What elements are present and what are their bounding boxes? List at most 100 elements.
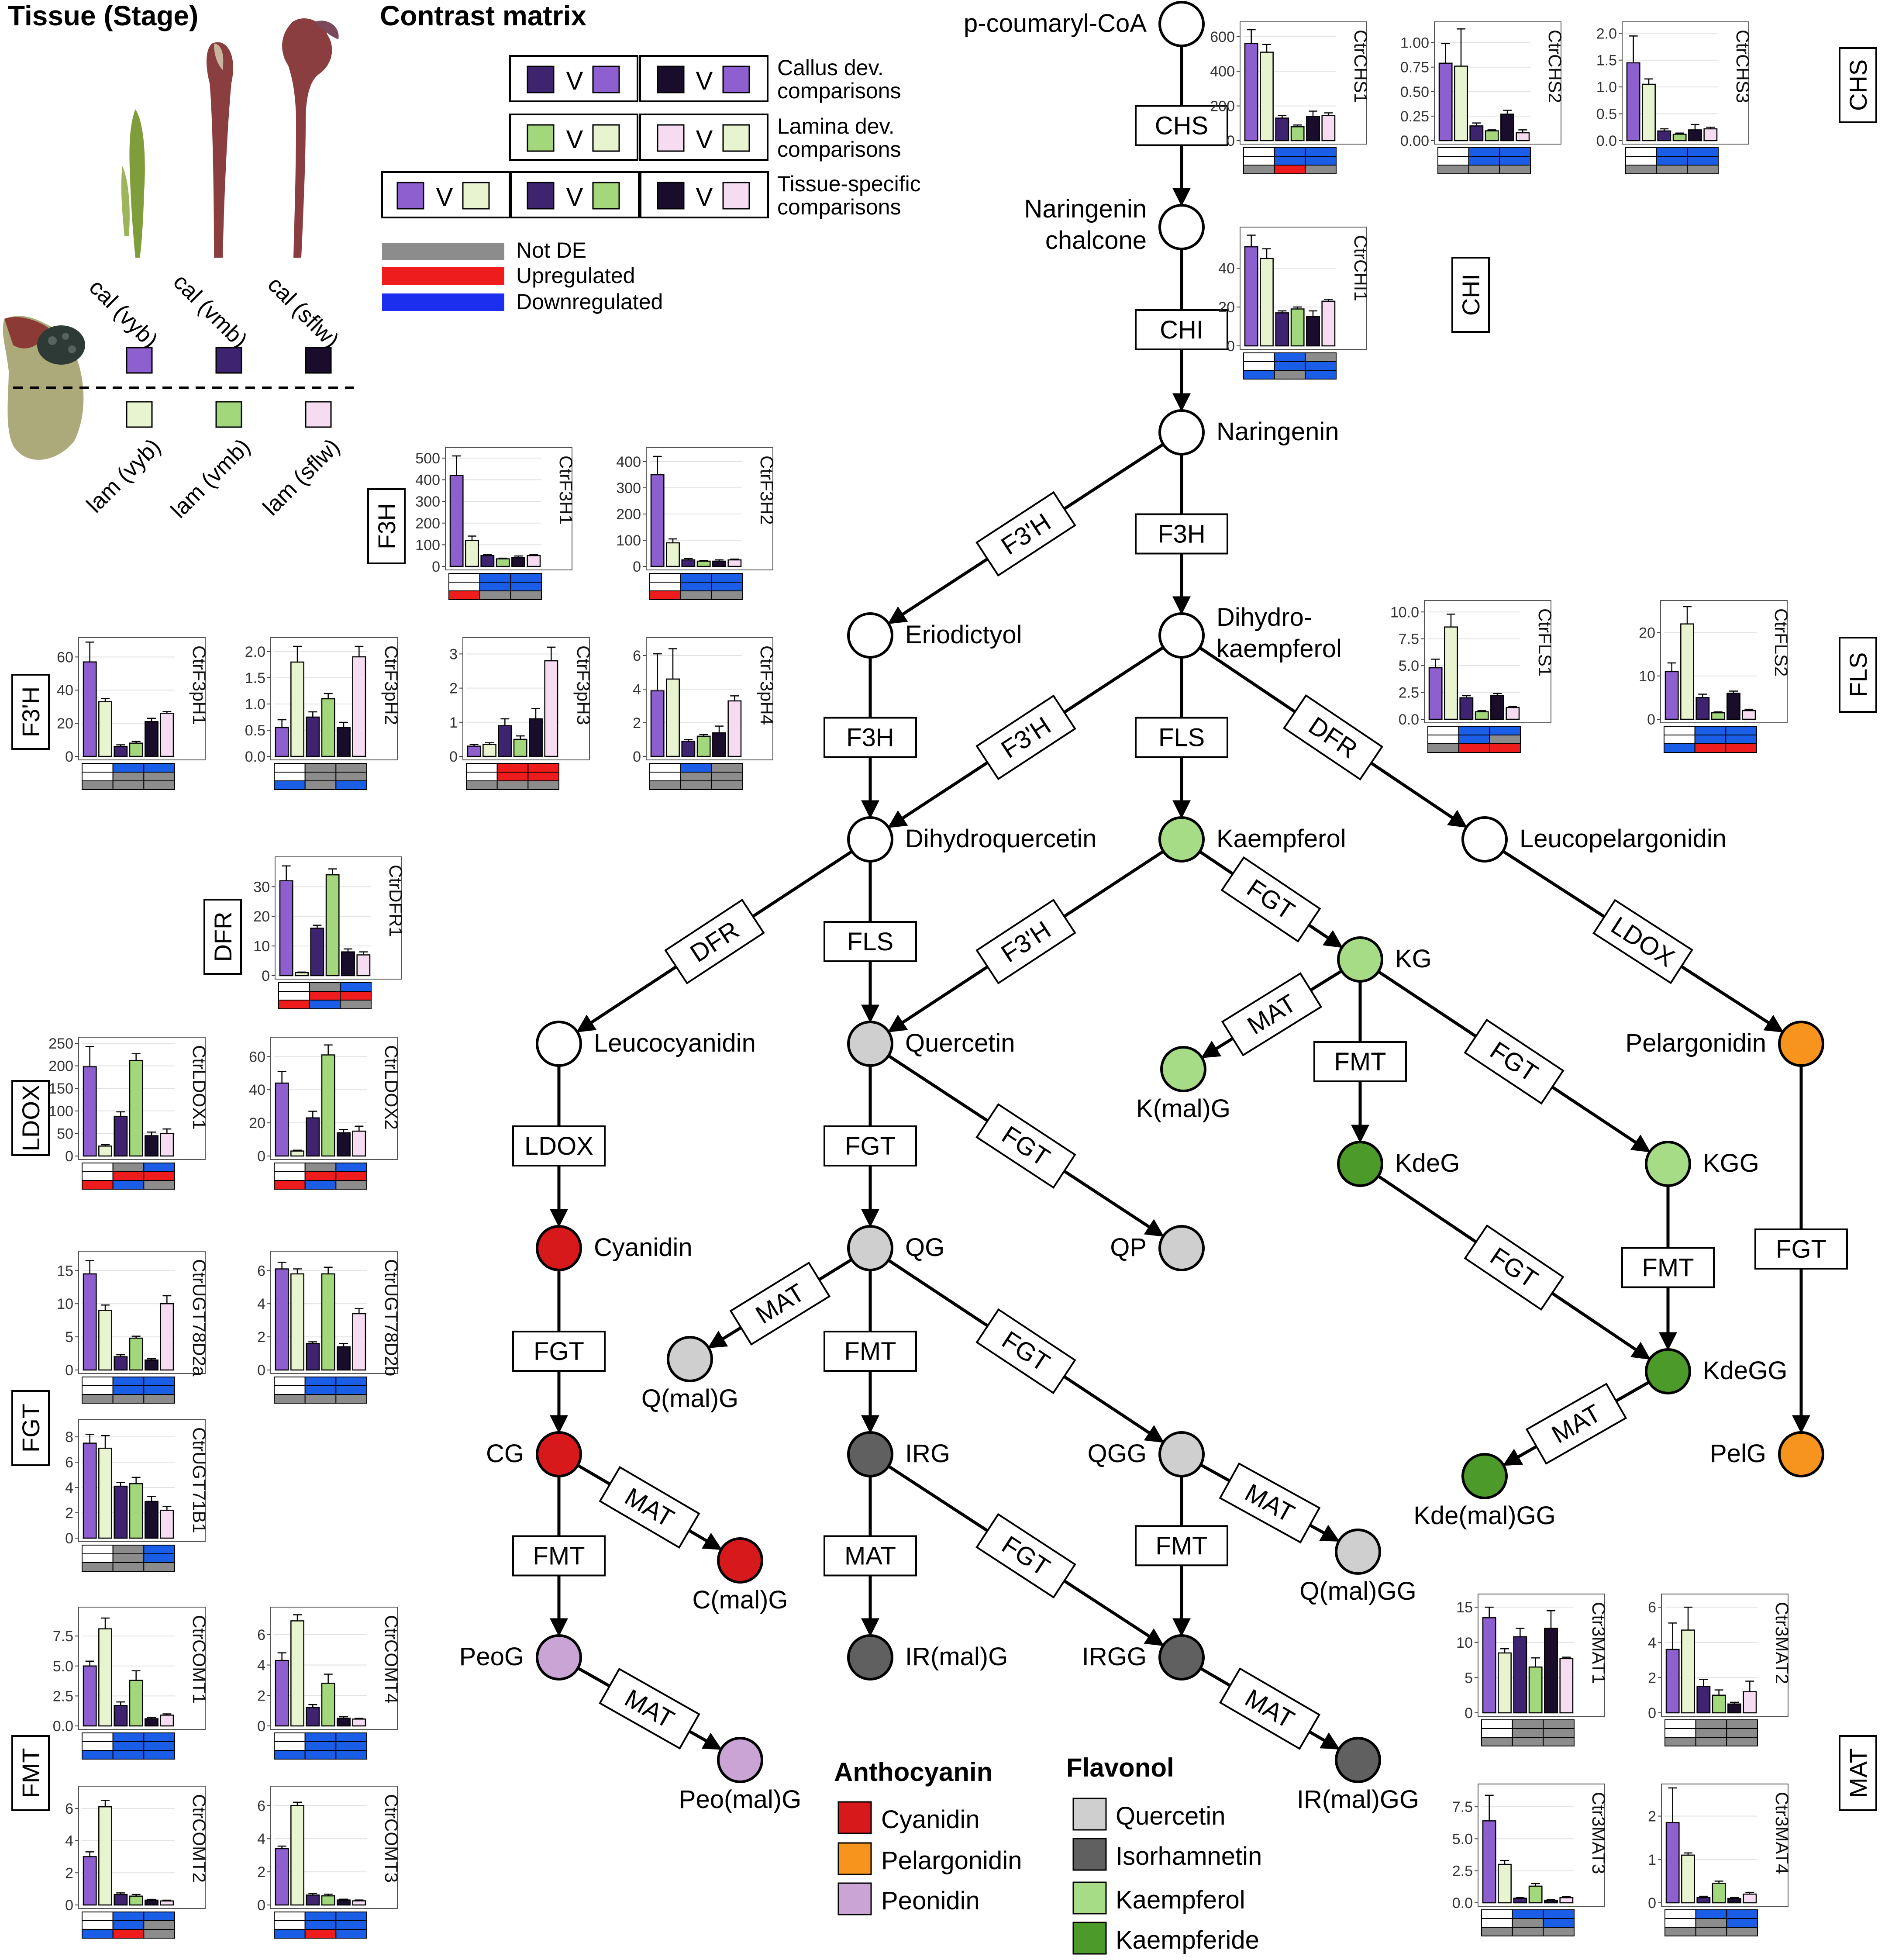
gene-family-label: LDOX bbox=[11, 1080, 50, 1156]
bar bbox=[145, 1135, 159, 1157]
bar bbox=[83, 1442, 97, 1539]
contrast-cell bbox=[1427, 735, 1459, 744]
gene-name: CtrUGT78D2a bbox=[189, 1259, 210, 1377]
bar bbox=[306, 1343, 320, 1371]
contrast-cell bbox=[680, 763, 712, 773]
bar bbox=[727, 700, 742, 757]
bar bbox=[1712, 1883, 1726, 1904]
y-tick-label: 0 bbox=[633, 749, 641, 765]
bar bbox=[1513, 1898, 1527, 1904]
gene-family-text: CHI bbox=[1457, 274, 1485, 316]
bar bbox=[1506, 707, 1520, 720]
contrast-cell bbox=[112, 1180, 145, 1190]
compound-label-qmgg: Q(mal)GG bbox=[1299, 1577, 1416, 1605]
contrast-cell bbox=[1243, 156, 1275, 166]
compound-node-pcoa bbox=[1158, 1, 1205, 47]
contrast-cell bbox=[527, 772, 559, 781]
gene-name: CtrF3pH4 bbox=[757, 645, 777, 725]
contrast-cell bbox=[1243, 361, 1275, 371]
contrast-cell bbox=[1726, 1737, 1758, 1746]
bar bbox=[98, 1146, 112, 1157]
contrast-cell bbox=[1468, 147, 1500, 157]
enzyme-box: FGT bbox=[512, 1331, 606, 1372]
bar bbox=[1544, 1899, 1558, 1904]
gene-name-text: CtrDFR1 bbox=[386, 865, 406, 937]
bar bbox=[160, 1133, 174, 1157]
contrast-cell bbox=[304, 1163, 337, 1172]
contrast-cell bbox=[1664, 1728, 1696, 1738]
enzyme-box: FGT bbox=[1464, 1224, 1565, 1311]
compound-node-pel bbox=[1778, 1021, 1824, 1067]
bar bbox=[321, 1273, 335, 1371]
bar bbox=[160, 1303, 174, 1371]
enzyme-box: MAT bbox=[824, 1535, 917, 1577]
y-tick-label: 6 bbox=[257, 1798, 265, 1814]
contrast-cell bbox=[143, 1920, 175, 1930]
bar bbox=[145, 1359, 159, 1371]
bar bbox=[160, 1900, 174, 1906]
bar bbox=[1528, 1666, 1543, 1714]
svg-text:V: V bbox=[566, 183, 583, 211]
contrast-cell bbox=[335, 1171, 367, 1181]
contrast-cell bbox=[112, 1163, 145, 1172]
svg-text:Peonidin: Peonidin bbox=[881, 1887, 980, 1915]
contrast-cell bbox=[335, 1929, 367, 1939]
compound-label-erio: Eriodictyol bbox=[905, 621, 1022, 649]
contrast-cell bbox=[1437, 165, 1469, 174]
gene-name: Ctr3MAT1 bbox=[1589, 1602, 1609, 1684]
y-tick-label: 4 bbox=[257, 1657, 265, 1674]
bar bbox=[544, 660, 558, 757]
contrast-cell bbox=[143, 1750, 175, 1760]
bar bbox=[83, 1856, 97, 1906]
contrast-swatch bbox=[657, 66, 685, 93]
bar bbox=[1727, 1703, 1741, 1714]
contrast-cell bbox=[143, 1163, 175, 1172]
contrast-cell bbox=[527, 780, 559, 790]
y-tick-label: 20 bbox=[1639, 625, 1655, 642]
gene-name-text: CtrFLS1 bbox=[1535, 608, 1555, 676]
contrast-cell bbox=[278, 991, 310, 1001]
contrast-swatch bbox=[722, 124, 750, 152]
contrast-cell bbox=[335, 772, 367, 781]
y-tick-label: 6 bbox=[633, 648, 641, 664]
gene-family-label: FMT bbox=[11, 1735, 50, 1811]
gene-name-text: CtrUGT78D2a bbox=[189, 1259, 210, 1377]
gene-name: CtrFLS1 bbox=[1535, 608, 1555, 676]
y-tick-label: 0 bbox=[65, 1530, 73, 1547]
contrast-cell bbox=[112, 1732, 145, 1742]
enzyme-label: FMT bbox=[1334, 1048, 1386, 1076]
contrast-cell bbox=[649, 582, 681, 591]
contrast-cell bbox=[309, 1000, 341, 1009]
gene-family-label: F3'H bbox=[11, 674, 50, 750]
compound-node-dhq bbox=[847, 816, 893, 863]
bar bbox=[325, 874, 340, 977]
chart-frame bbox=[1424, 600, 1551, 723]
compound-node-peomg bbox=[717, 1737, 763, 1783]
contrast-cell bbox=[304, 1920, 337, 1930]
enzyme-box: MAT bbox=[599, 1466, 700, 1549]
contrast-cell bbox=[274, 780, 306, 790]
y-tick-label: 0.0 bbox=[1596, 133, 1617, 149]
bar bbox=[275, 1660, 289, 1727]
y-tick-label: 2.5 bbox=[53, 1688, 73, 1705]
contrast-cell bbox=[448, 573, 480, 583]
y-tick-label: 1.0 bbox=[245, 696, 265, 713]
bar bbox=[352, 1130, 366, 1157]
y-tick-label: 20 bbox=[57, 715, 73, 732]
bar bbox=[696, 735, 711, 757]
contrast-cell bbox=[1656, 147, 1688, 157]
contrast-cell bbox=[82, 1163, 114, 1172]
bar bbox=[1665, 1822, 1680, 1904]
bar bbox=[650, 690, 665, 757]
svg-text:V: V bbox=[696, 67, 713, 95]
enzyme-box: F3'H bbox=[975, 491, 1076, 577]
contrast-cell bbox=[274, 1163, 306, 1172]
anthocyanin-legend-title: Anthocyanin bbox=[834, 1757, 992, 1787]
bar bbox=[306, 1117, 320, 1157]
y-tick-label: 10 bbox=[1639, 668, 1655, 685]
contrast-cell bbox=[711, 582, 743, 591]
